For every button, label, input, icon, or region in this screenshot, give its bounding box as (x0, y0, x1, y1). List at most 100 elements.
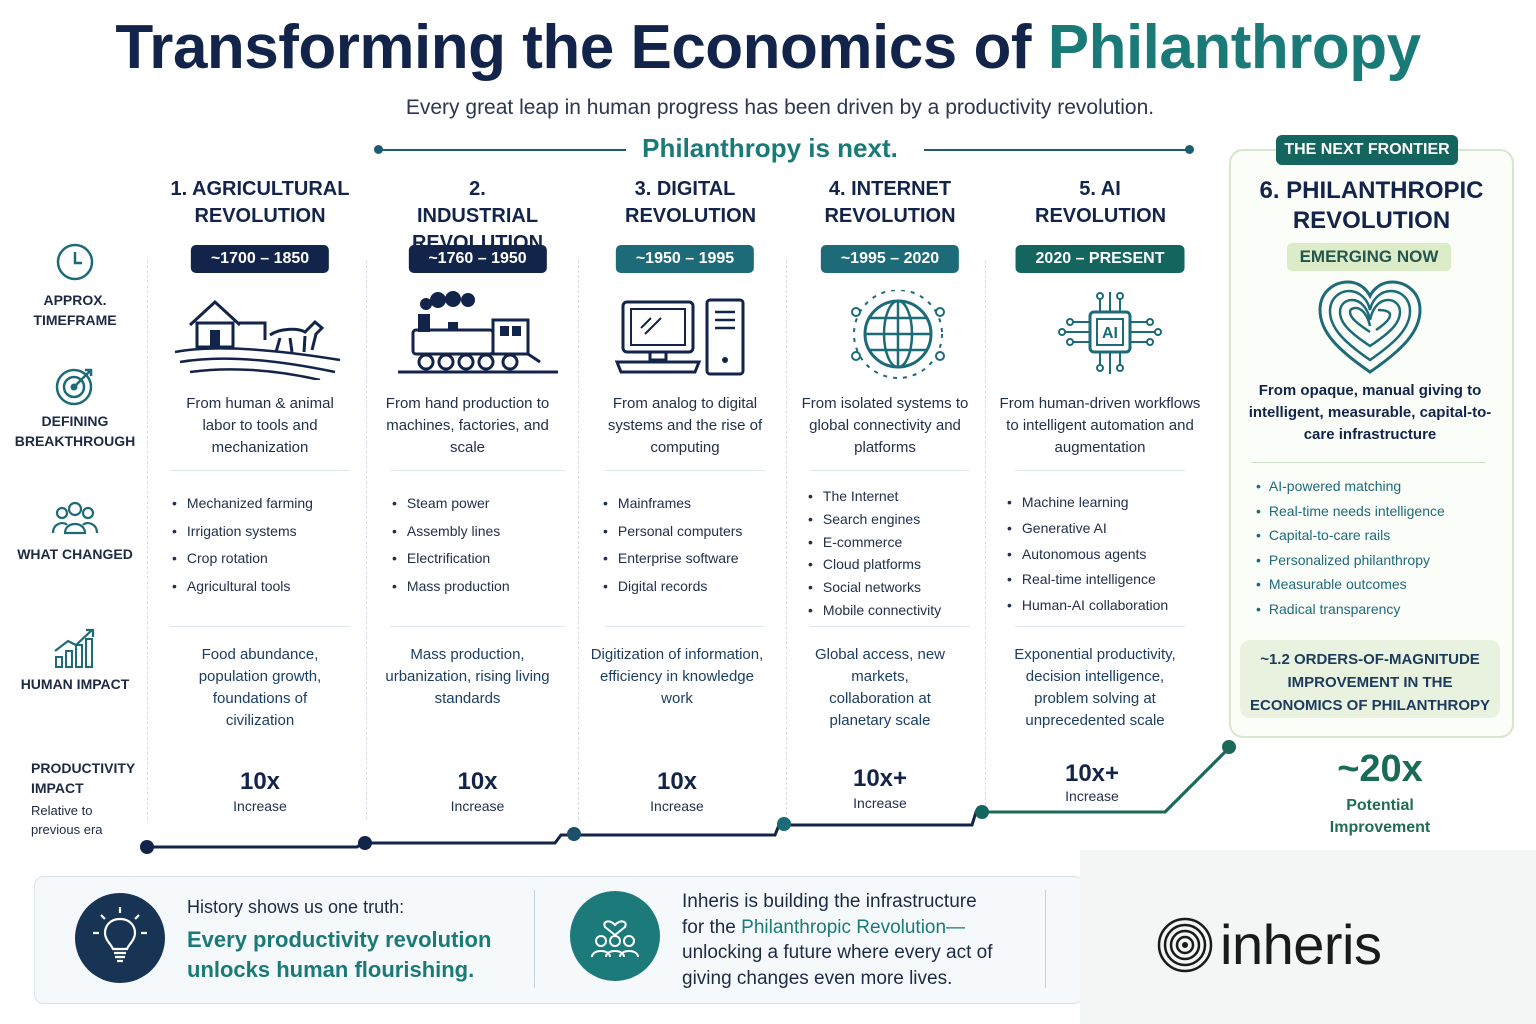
impact-text: Mass production, urbanization, rising li… (385, 646, 550, 707)
lightbulb-icon (75, 893, 165, 983)
increase-label: Increase (650, 798, 704, 814)
frontier-list: AI-powered matching Real-time needs inte… (1256, 478, 1445, 625)
list-item: Search engines (808, 508, 941, 531)
changes-list: The Internet Search engines E-commerce C… (808, 485, 941, 622)
column-divider (578, 260, 579, 820)
farm-icon (174, 299, 341, 380)
list-item: Digital records (603, 573, 742, 601)
inheris-statement: Inheris is building the infrastructure f… (682, 891, 993, 989)
separator (810, 470, 970, 471)
list-item: Real-time needs intelligence (1256, 503, 1445, 528)
divider (534, 890, 535, 988)
next-divider (374, 134, 1194, 166)
frontier-multiplier: ~20x (1337, 748, 1423, 790)
label-breakthrough: DEFINING BREAKTHROUGH (14, 413, 136, 449)
list-item: Radical transparency (1256, 601, 1445, 626)
impact-text: Global access, new markets, collaboratio… (814, 646, 946, 729)
impact-text: Food abundance, population growth, found… (198, 646, 322, 729)
date-badge: 2020 – PRESENT (1015, 245, 1185, 273)
community-heart-icon (570, 891, 660, 981)
date-badge: ~1760 – 1950 (408, 245, 547, 273)
separator (1015, 626, 1185, 627)
inheris-logo: inheris (1220, 913, 1382, 976)
breakthrough-text: From isolated systems to global connecti… (801, 395, 969, 456)
column-internet: 4. INTERNET REVOLUTION ~1995 – 2020 From… (790, 170, 990, 840)
breakthrough-text: From human & animal labor to tools and m… (186, 395, 334, 456)
list-item: E-commerce (808, 531, 941, 554)
column-title: 1. AGRICULTURAL REVOLUTION (170, 178, 350, 227)
potential-label: Potential Improvement (1329, 797, 1431, 836)
changes-list: Mechanized farming Irrigation systems Cr… (172, 490, 313, 600)
target-icon (55, 368, 93, 406)
frontier-tag: THE NEXT FRONTIER (1276, 135, 1458, 165)
fingerprint-heart-icon (1318, 280, 1422, 374)
changes-list: Steam power Assembly lines Electrificati… (392, 490, 510, 600)
truth-statement: Every productivity revolution unlocks hu… (187, 927, 492, 982)
list-item: Agricultural tools (172, 573, 313, 601)
list-item: Social networks (808, 576, 941, 599)
column-divider (147, 260, 148, 820)
emerging-badge: EMERGING NOW (1287, 243, 1451, 271)
multiplier: 10x+ (1064, 760, 1120, 787)
list-item: Mechanized farming (172, 490, 313, 518)
truth-intro: History shows us one truth: (187, 897, 405, 917)
train-icon (397, 291, 558, 374)
multiplier: 10x (656, 768, 698, 795)
label-productivity: PRODUCTIVITY IMPACT (31, 760, 135, 796)
frontier-description: From opaque, manual giving to intelligen… (1248, 382, 1492, 443)
breakthrough-text: From hand production to machines, factor… (385, 395, 550, 456)
staircase-line-ai (976, 746, 1231, 814)
timeline-node (1222, 740, 1236, 754)
column-digital: 3. DIGITAL REVOLUTION ~1950 – 1995 From … (585, 170, 785, 840)
list-item: AI-powered matching (1256, 478, 1445, 503)
list-item: The Internet (808, 485, 941, 508)
column-title: 5. AI REVOLUTION (1035, 178, 1167, 227)
divider (1045, 890, 1046, 988)
list-item: Mainframes (603, 490, 742, 518)
separator (390, 470, 565, 471)
breakthrough-text: From human-driven workflows to intellige… (999, 395, 1201, 456)
timeline-node (358, 836, 372, 850)
separator (810, 626, 970, 627)
list-item: Cloud platforms (808, 553, 941, 576)
date-badge: ~1950 – 1995 (615, 245, 755, 273)
timeline-node (567, 827, 581, 841)
list-item: Electrification (392, 545, 510, 573)
separator (390, 626, 565, 627)
label-changed: WHAT CHANGED (17, 546, 133, 562)
orders-of-magnitude-box: ~1.2 ORDERS-OF-MAGNITUDE IMPROVEMENT IN … (1240, 640, 1500, 718)
list-item: Autonomous agents (1007, 542, 1168, 568)
list-item: Personalized philanthropy (1256, 552, 1445, 577)
timeline-node (777, 817, 791, 831)
logo-area (1080, 850, 1536, 1024)
separator (605, 470, 765, 471)
list-item: Human-AI collaboration (1007, 593, 1168, 619)
label-timeframe: APPROX. TIMEFRAME (33, 292, 117, 328)
list-item: Personal computers (603, 518, 743, 546)
column-title: 4. INTERNET REVOLUTION (824, 178, 956, 227)
increase-label: Increase (233, 798, 287, 814)
column-divider (786, 260, 787, 820)
ai-chip-icon: AI (1058, 292, 1162, 374)
clock-icon (56, 243, 94, 281)
multiplier: 10x (239, 768, 281, 795)
list-item: Real-time intelligence (1007, 567, 1168, 593)
frontier-title: 6. PHILANTHROPIC REVOLUTION (1259, 177, 1484, 234)
list-item: Steam power (392, 490, 510, 518)
column-divider (366, 260, 367, 820)
separator (605, 626, 765, 627)
page-subtitle: Every great leap in human progress has b… (405, 96, 1155, 119)
list-item: Generative AI (1007, 516, 1168, 542)
multiplier: 10x+ (852, 765, 908, 792)
list-item: Mobile connectivity (808, 599, 941, 622)
multiplier: 10x (457, 768, 498, 795)
label-human-impact: HUMAN IMPACT (20, 676, 130, 692)
inheris-logo-icon (1157, 917, 1213, 973)
separator (1015, 470, 1185, 471)
growth-chart-icon (54, 628, 95, 668)
impact-text: Exponential productivity, decision intel… (1014, 646, 1176, 729)
people-icon (51, 501, 99, 535)
impact-text: Digitization of information, efficiency … (590, 646, 764, 707)
timeline-node (975, 805, 989, 819)
